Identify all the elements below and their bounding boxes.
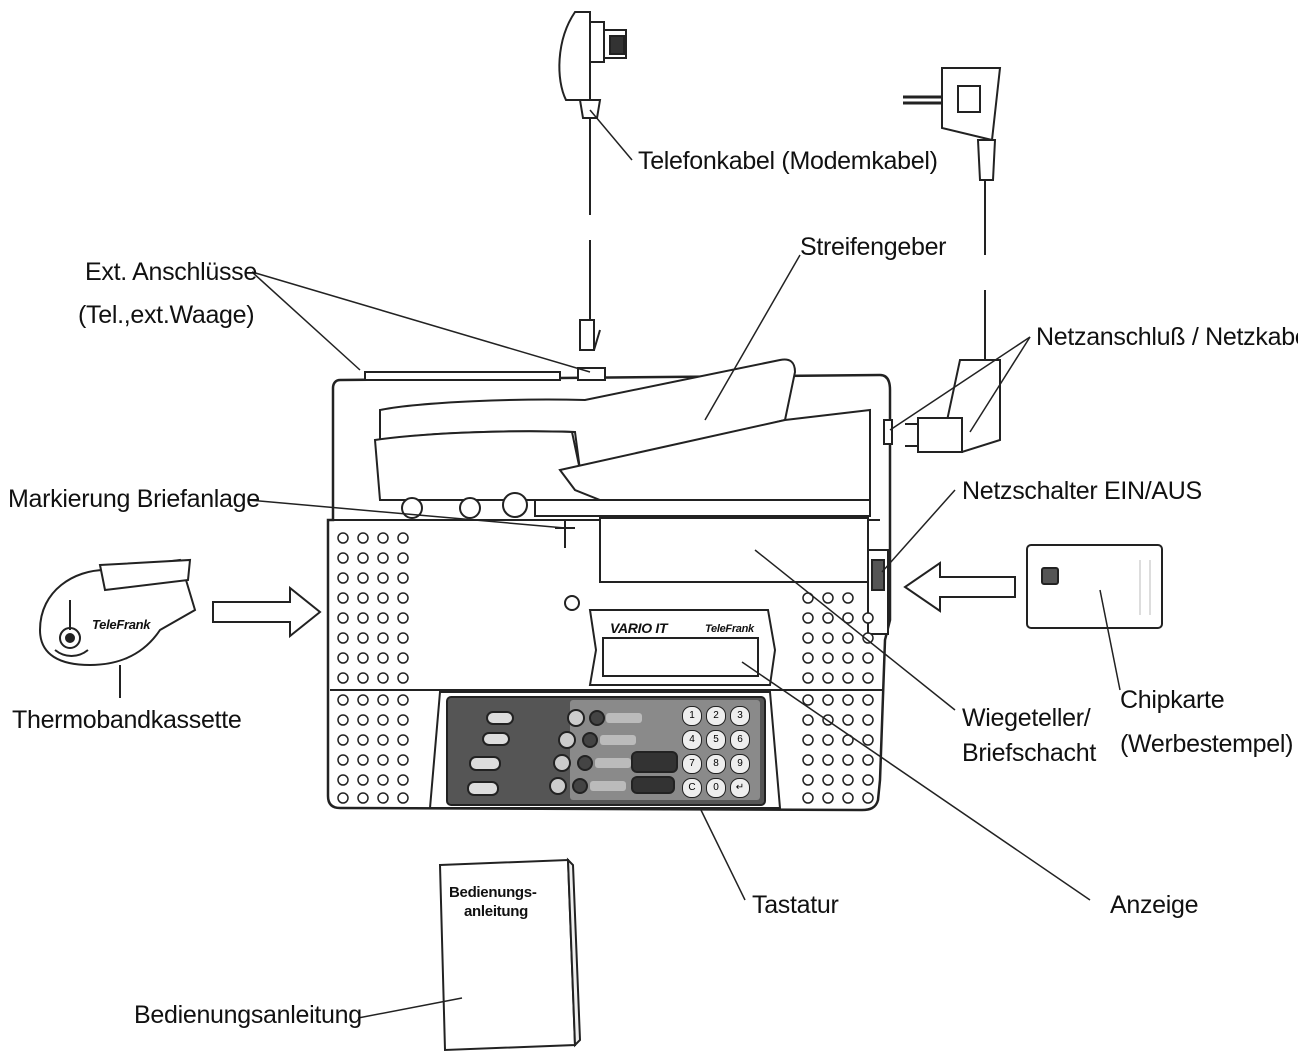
label-netzschalter: Netzschalter EIN/AUS bbox=[962, 477, 1202, 505]
label-markierung: Markierung Briefanlage bbox=[8, 485, 260, 513]
label-anzeige: Anzeige bbox=[1110, 891, 1199, 919]
cassette-brand: TeleFrank bbox=[92, 617, 151, 632]
keypad-key: 2 bbox=[706, 706, 726, 726]
device-brand: VARIO IT bbox=[610, 620, 668, 636]
keypad-key: 4 bbox=[682, 730, 702, 750]
keypad-key: 9 bbox=[730, 754, 750, 774]
insert-arrow-right bbox=[903, 561, 1016, 613]
speaker-holes-right bbox=[802, 592, 874, 804]
label-tastatur: Tastatur bbox=[752, 891, 839, 919]
label-ext-anschluesse: Ext. Anschlüsse bbox=[85, 258, 257, 286]
power-plug bbox=[903, 67, 1002, 454]
label-telefonkabel: Telefonkabel (Modemkabel) bbox=[638, 147, 938, 175]
thermoband-cassette bbox=[38, 558, 197, 698]
label-briefschacht: Briefschacht bbox=[962, 739, 1096, 767]
label-bedienungsanleitung: Bedienungsanleitung bbox=[134, 1001, 362, 1029]
manual-cover-line-1: Bedienungs- bbox=[449, 884, 537, 901]
device-brand-secondary: TeleFrank bbox=[705, 623, 754, 635]
keypad-key: 6 bbox=[730, 730, 750, 750]
keypad: 1 2 3 4 5 6 7 8 9 C 0 ↵ bbox=[682, 706, 754, 798]
label-werbestempel: (Werbestempel) bbox=[1120, 730, 1294, 758]
leader-lines bbox=[247, 109, 1121, 1019]
manual-cover-line-2: anleitung bbox=[464, 903, 528, 920]
label-netzanschluss: Netzanschluß / Netzkabel bbox=[1036, 323, 1298, 351]
keypad-key: 7 bbox=[682, 754, 702, 774]
franking-machine bbox=[326, 358, 893, 812]
telephone-plug bbox=[558, 11, 627, 351]
speaker-holes-left bbox=[337, 532, 409, 804]
keypad-key: ↵ bbox=[730, 778, 750, 798]
keypad-key: 3 bbox=[730, 706, 750, 726]
label-thermoband: Thermobandkassette bbox=[12, 706, 242, 734]
keypad-key: 5 bbox=[706, 730, 726, 750]
insert-arrow-left bbox=[212, 585, 322, 639]
label-streifengeber: Streifengeber bbox=[800, 233, 947, 261]
label-ext-anschluesse-detail: (Tel.,ext.Waage) bbox=[78, 301, 255, 329]
keypad-key: C bbox=[682, 778, 702, 798]
chip-card bbox=[1026, 544, 1163, 629]
label-wiegeteller: Wiegeteller/ bbox=[962, 704, 1091, 732]
keypad-key: 1 bbox=[682, 706, 702, 726]
manual-booklet bbox=[438, 857, 582, 1052]
keypad-key: 0 bbox=[706, 778, 726, 798]
label-chipkarte: Chipkarte bbox=[1120, 686, 1225, 714]
keypad-key: 8 bbox=[706, 754, 726, 774]
